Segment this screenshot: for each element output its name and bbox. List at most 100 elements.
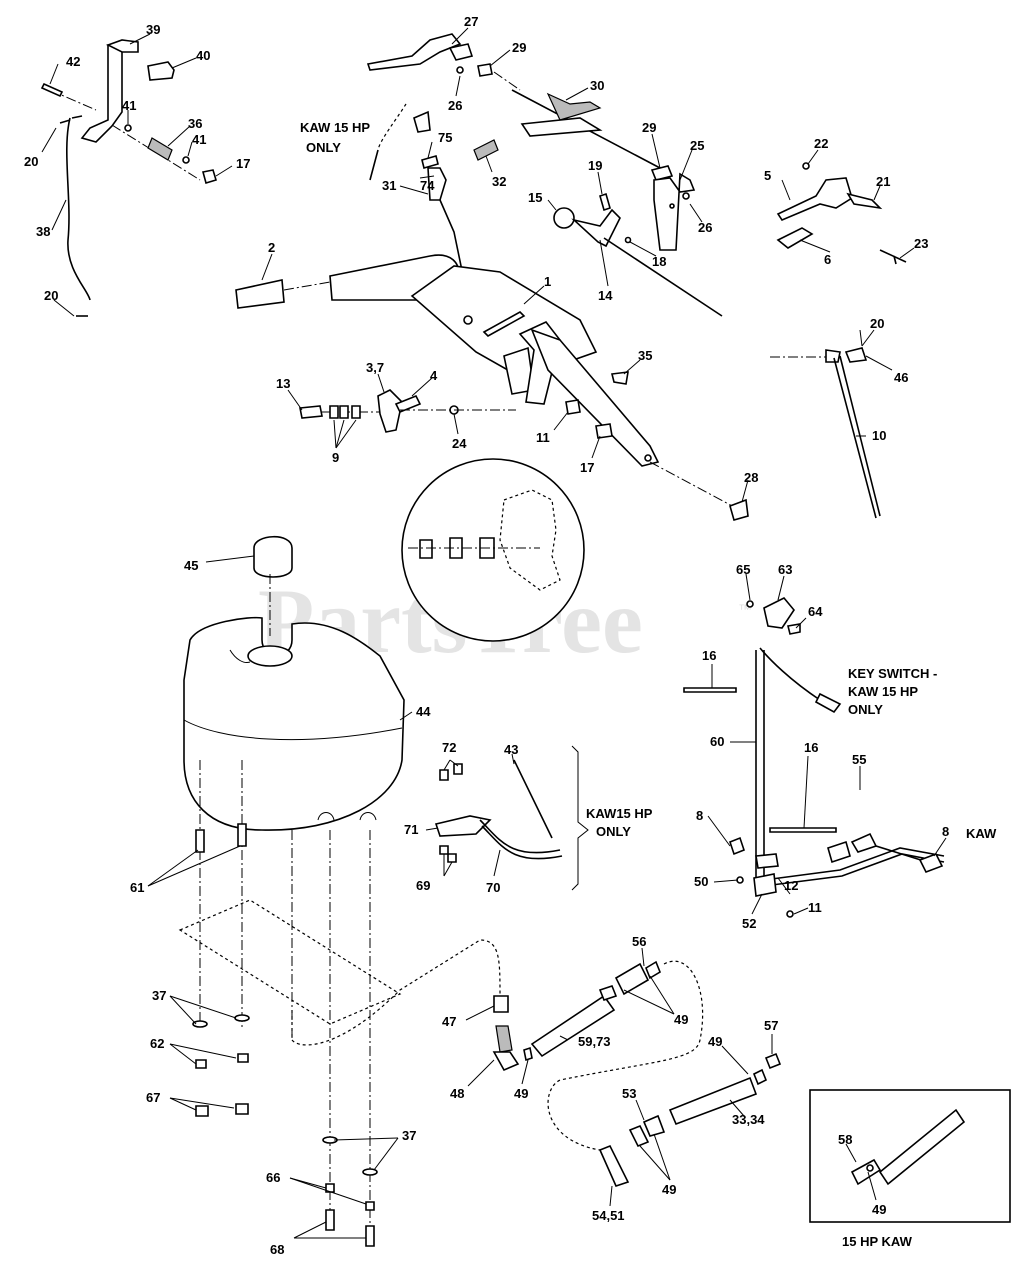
tank-mount: [178, 760, 402, 1247]
callout-label: 4: [430, 368, 438, 383]
callout-label: 28: [744, 470, 758, 485]
note-key-switch-2: KAW 15 HP: [848, 684, 918, 699]
callout-label: 41: [192, 132, 206, 147]
callout-label: 20: [44, 288, 58, 303]
callout-label: 48: [450, 1086, 464, 1101]
callout-label: 66: [266, 1170, 280, 1185]
callout-label: 55: [852, 752, 866, 767]
callout-label: 42: [66, 54, 80, 69]
callout-label: 49: [514, 1086, 528, 1101]
callout-label: 32: [492, 174, 506, 189]
callout-label: 60: [710, 734, 724, 749]
callout-label: 13: [276, 376, 290, 391]
callout-label: 52: [742, 916, 756, 931]
callout-label: 16: [702, 648, 716, 663]
callout-label: 56: [632, 934, 646, 949]
callout-label: 16: [804, 740, 818, 755]
callout-label: 50: [694, 874, 708, 889]
callout-label: 19: [588, 158, 602, 173]
callout-label: 8: [696, 808, 703, 823]
callout-label: 69: [416, 878, 430, 893]
handle-frame: [235, 254, 749, 521]
callout-label: 1: [544, 274, 551, 289]
callout-label: 6: [824, 252, 831, 267]
callout-label: 31: [382, 178, 396, 193]
callout-label: 15: [528, 190, 542, 205]
throttle-lever-assembly: [553, 192, 723, 317]
callout-label: 75: [438, 130, 452, 145]
callout-label: 14: [598, 288, 613, 303]
callout-label: 53: [622, 1086, 636, 1101]
callout-label: 49: [708, 1034, 722, 1049]
callout-label: 38: [36, 224, 50, 239]
callout-label: 9: [332, 450, 339, 465]
callout-label: 33,34: [732, 1112, 765, 1127]
wiring-harness: [683, 597, 945, 918]
callout-label: 65: [736, 562, 750, 577]
callout-label: 10: [872, 428, 886, 443]
callout-label: 49: [662, 1182, 676, 1197]
detail-view: [401, 458, 585, 642]
callout-label: 27: [464, 14, 478, 29]
callout-label: 17: [236, 156, 250, 171]
callout-label: 29: [512, 40, 526, 55]
callout-label: 37: [402, 1128, 416, 1143]
callout-label: 21: [876, 174, 890, 189]
note-key-switch-3: ONLY: [848, 702, 883, 717]
callout-label: 37: [152, 988, 166, 1003]
note-kaw-right: KAW: [966, 826, 997, 841]
callout-label: 20: [24, 154, 38, 169]
callout-label: 26: [698, 220, 712, 235]
callout-label: 18: [652, 254, 666, 269]
callout-label: 70: [486, 880, 500, 895]
callout-label: 54,51: [592, 1208, 625, 1223]
leader-lines: [41, 27, 947, 1239]
callout-label: 24: [452, 436, 467, 451]
callout-label: 62: [150, 1036, 164, 1051]
note-kaw-top-2: ONLY: [306, 140, 341, 155]
callout-label: 25: [690, 138, 704, 153]
callout-labels: 39 40 42 41 36 41 17 20 38 20 27 29 26 3…: [24, 14, 949, 1257]
callout-label: 8: [942, 824, 949, 839]
hardware-row: [299, 371, 629, 439]
control-rod: [770, 329, 881, 519]
callout-label: 64: [808, 604, 823, 619]
callout-label: 26: [448, 98, 462, 113]
callout-label: 74: [420, 178, 435, 193]
callout-label: 3,7: [366, 360, 384, 375]
callout-label: 45: [184, 558, 198, 573]
callout-label: 46: [894, 370, 908, 385]
brake-pedal-assembly: [40, 39, 217, 317]
inset-15hp-kaw: [809, 1089, 1011, 1223]
callout-label: 71: [404, 822, 418, 837]
callout-label: 72: [442, 740, 456, 755]
inset-caption: 15 HP KAW: [842, 1234, 913, 1249]
fuel-shutoff-bracket: [434, 745, 589, 891]
note-kaw-top-1: KAW 15 HP: [300, 120, 370, 135]
control-cable-assembly: [366, 33, 696, 291]
callout-label: 30: [590, 78, 604, 93]
callout-label: 41: [122, 98, 136, 113]
callout-label: 49: [872, 1202, 886, 1217]
callout-label: 68: [270, 1242, 284, 1257]
callout-label: 47: [442, 1014, 456, 1029]
note-key-switch-1: KEY SWITCH -: [848, 666, 937, 681]
callout-label: 44: [416, 704, 431, 719]
callout-label: 17: [580, 460, 594, 475]
callout-label: 49: [674, 1012, 688, 1027]
callout-label: 11: [536, 430, 550, 445]
callout-label: 11: [808, 900, 822, 915]
callout-label: 2: [268, 240, 275, 255]
callout-label: 20: [870, 316, 884, 331]
fuel-tank: [183, 536, 405, 831]
note-kaw-mid-1: KAW15 HP: [586, 806, 653, 821]
callout-label: 61: [130, 880, 144, 895]
callout-label: 40: [196, 48, 210, 63]
latch-assembly: [776, 162, 907, 265]
callout-label: 63: [778, 562, 792, 577]
callout-label: 29: [642, 120, 656, 135]
callout-label: 39: [146, 22, 160, 37]
callout-label: 59,73: [578, 1034, 611, 1049]
callout-label: 36: [188, 116, 202, 131]
